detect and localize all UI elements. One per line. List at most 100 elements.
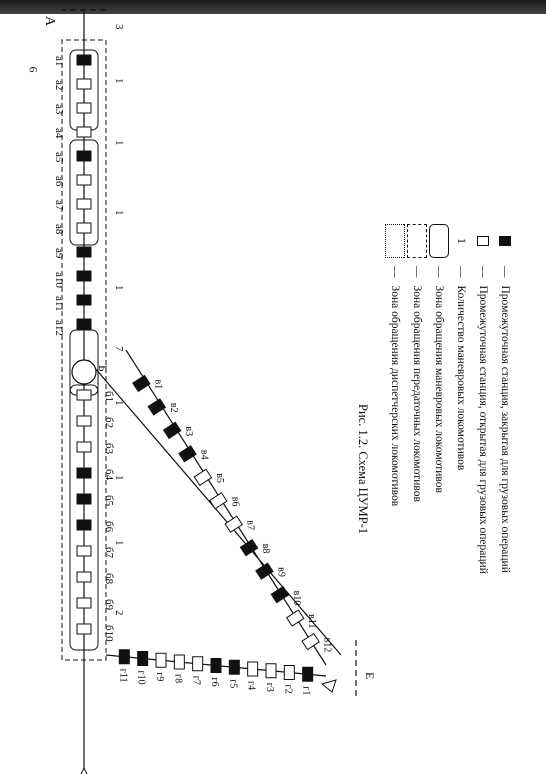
legend-text: Зона обращения передаточных локомотивов — [411, 285, 423, 502]
station-г3 — [265, 663, 277, 679]
station-б10 — [76, 623, 92, 635]
station-label: а10 — [53, 272, 65, 288]
legend-text: Промежуточная станция, открытая для груз… — [477, 285, 489, 574]
station-label: г4 — [246, 681, 257, 690]
legend-dash: — — [477, 266, 489, 278]
station-label: а11 — [53, 296, 65, 311]
station-label: а2 — [53, 80, 65, 90]
station-label: г6 — [209, 678, 220, 687]
station-label: в2 — [168, 403, 179, 413]
station-г5 — [228, 659, 240, 675]
station-а5 — [76, 150, 92, 162]
station-label: г5 — [227, 679, 238, 688]
station-label: г8 — [172, 674, 183, 683]
station-label: а3 — [53, 104, 65, 115]
legend-text: Зона обращения диспетчерских локомотивов — [389, 285, 401, 507]
zone-num-3: 1 — [113, 210, 125, 216]
station-label: а9 — [53, 248, 65, 259]
transfer-zone-box — [61, 39, 107, 661]
station-label: а12 — [53, 320, 65, 336]
station-а9 — [76, 246, 92, 258]
legend-dash: — — [455, 266, 467, 278]
station-г8 — [173, 654, 185, 670]
station-label: б5 — [103, 495, 115, 507]
arrow-e — [320, 679, 337, 693]
station-в4 — [178, 445, 197, 463]
station-б2 — [76, 415, 92, 427]
zone-box — [69, 384, 99, 651]
station-в7 — [224, 515, 243, 533]
zone-num-2: 1 — [113, 140, 125, 146]
station-label: б9 — [103, 599, 115, 611]
legend-row: —Промежуточная станция, закрытая для гру… — [494, 224, 516, 744]
station-label: б6 — [103, 521, 115, 533]
station-в5 — [193, 468, 213, 487]
station-в11 — [285, 609, 305, 627]
legend-symbol — [499, 236, 511, 246]
zone-num-7: 1 — [113, 475, 125, 481]
legend-dash: — — [389, 266, 401, 278]
legend-dash: — — [411, 266, 423, 278]
station-label: а1 — [53, 56, 65, 66]
station-label: в3 — [183, 426, 194, 436]
station-а10 — [76, 270, 92, 282]
station-в1 — [132, 374, 151, 393]
legend-block: — Промежуточная станция, закрытая для гру… — [356, 224, 516, 744]
legend-text: Количество маневровых локомотивов — [455, 285, 467, 471]
legend-symbol — [407, 224, 427, 258]
node-b-circle — [71, 359, 97, 385]
station-label: б1 — [103, 391, 115, 402]
station-а3 — [76, 102, 92, 114]
zone-num-9: 2 — [113, 610, 125, 616]
node-e: Е — [363, 672, 377, 679]
station-label: а4 — [53, 128, 65, 139]
station-в12 — [301, 632, 320, 651]
station-а8 — [76, 222, 92, 234]
legend-text: Зона обращения маневровых локомотивов — [433, 285, 445, 493]
station-label: г9 — [154, 672, 165, 681]
station-label: в7 — [245, 520, 256, 530]
station-б5 — [76, 493, 92, 505]
legend-dash: — — [433, 266, 445, 278]
station-г7 — [192, 656, 204, 672]
zone-num-5: 7 — [113, 346, 125, 352]
station-г1 — [302, 666, 314, 682]
station-б1 — [76, 389, 92, 401]
station-г2 — [283, 665, 295, 680]
legend-text: Промежуточная станция, закрытая для груз… — [499, 285, 511, 573]
legend-symbol: 1 — [455, 238, 467, 244]
station-а7 — [76, 198, 92, 210]
station-label: в4 — [199, 450, 210, 460]
zone-num-4: 1 — [113, 285, 125, 291]
station-б9 — [76, 597, 92, 609]
station-б8 — [76, 571, 92, 583]
station-а4 — [76, 126, 92, 138]
station-в6 — [209, 492, 228, 510]
station-в2 — [147, 398, 167, 416]
station-label: в6 — [229, 497, 240, 507]
station-label: б10 — [103, 625, 115, 642]
station-label: в10 — [291, 591, 302, 606]
station-б6 — [76, 519, 92, 531]
station-в10 — [270, 585, 290, 604]
station-в8 — [239, 538, 259, 557]
station-label: г3 — [264, 683, 275, 692]
legend-row: — Промежуточная станция, открытая для гру… — [472, 224, 494, 744]
station-г9 — [155, 652, 167, 668]
station-а11 — [76, 294, 92, 306]
station-а6 — [76, 174, 92, 186]
zone-num-8: 1 — [113, 540, 125, 546]
station-label: в8 — [260, 544, 271, 554]
zone-num-left-end: 3 — [113, 24, 125, 30]
station-label: г7 — [191, 676, 202, 685]
station-а1 — [76, 54, 92, 66]
station-label: б4 — [103, 469, 115, 481]
station-в3 — [162, 421, 182, 440]
station-label: а7 — [53, 200, 65, 211]
legend-row: 1 — Количество маневровых локомотивов — [450, 224, 472, 744]
station-label: г2 — [282, 685, 293, 694]
station-label: г10 — [136, 671, 147, 685]
station-label: г11 — [117, 669, 128, 683]
